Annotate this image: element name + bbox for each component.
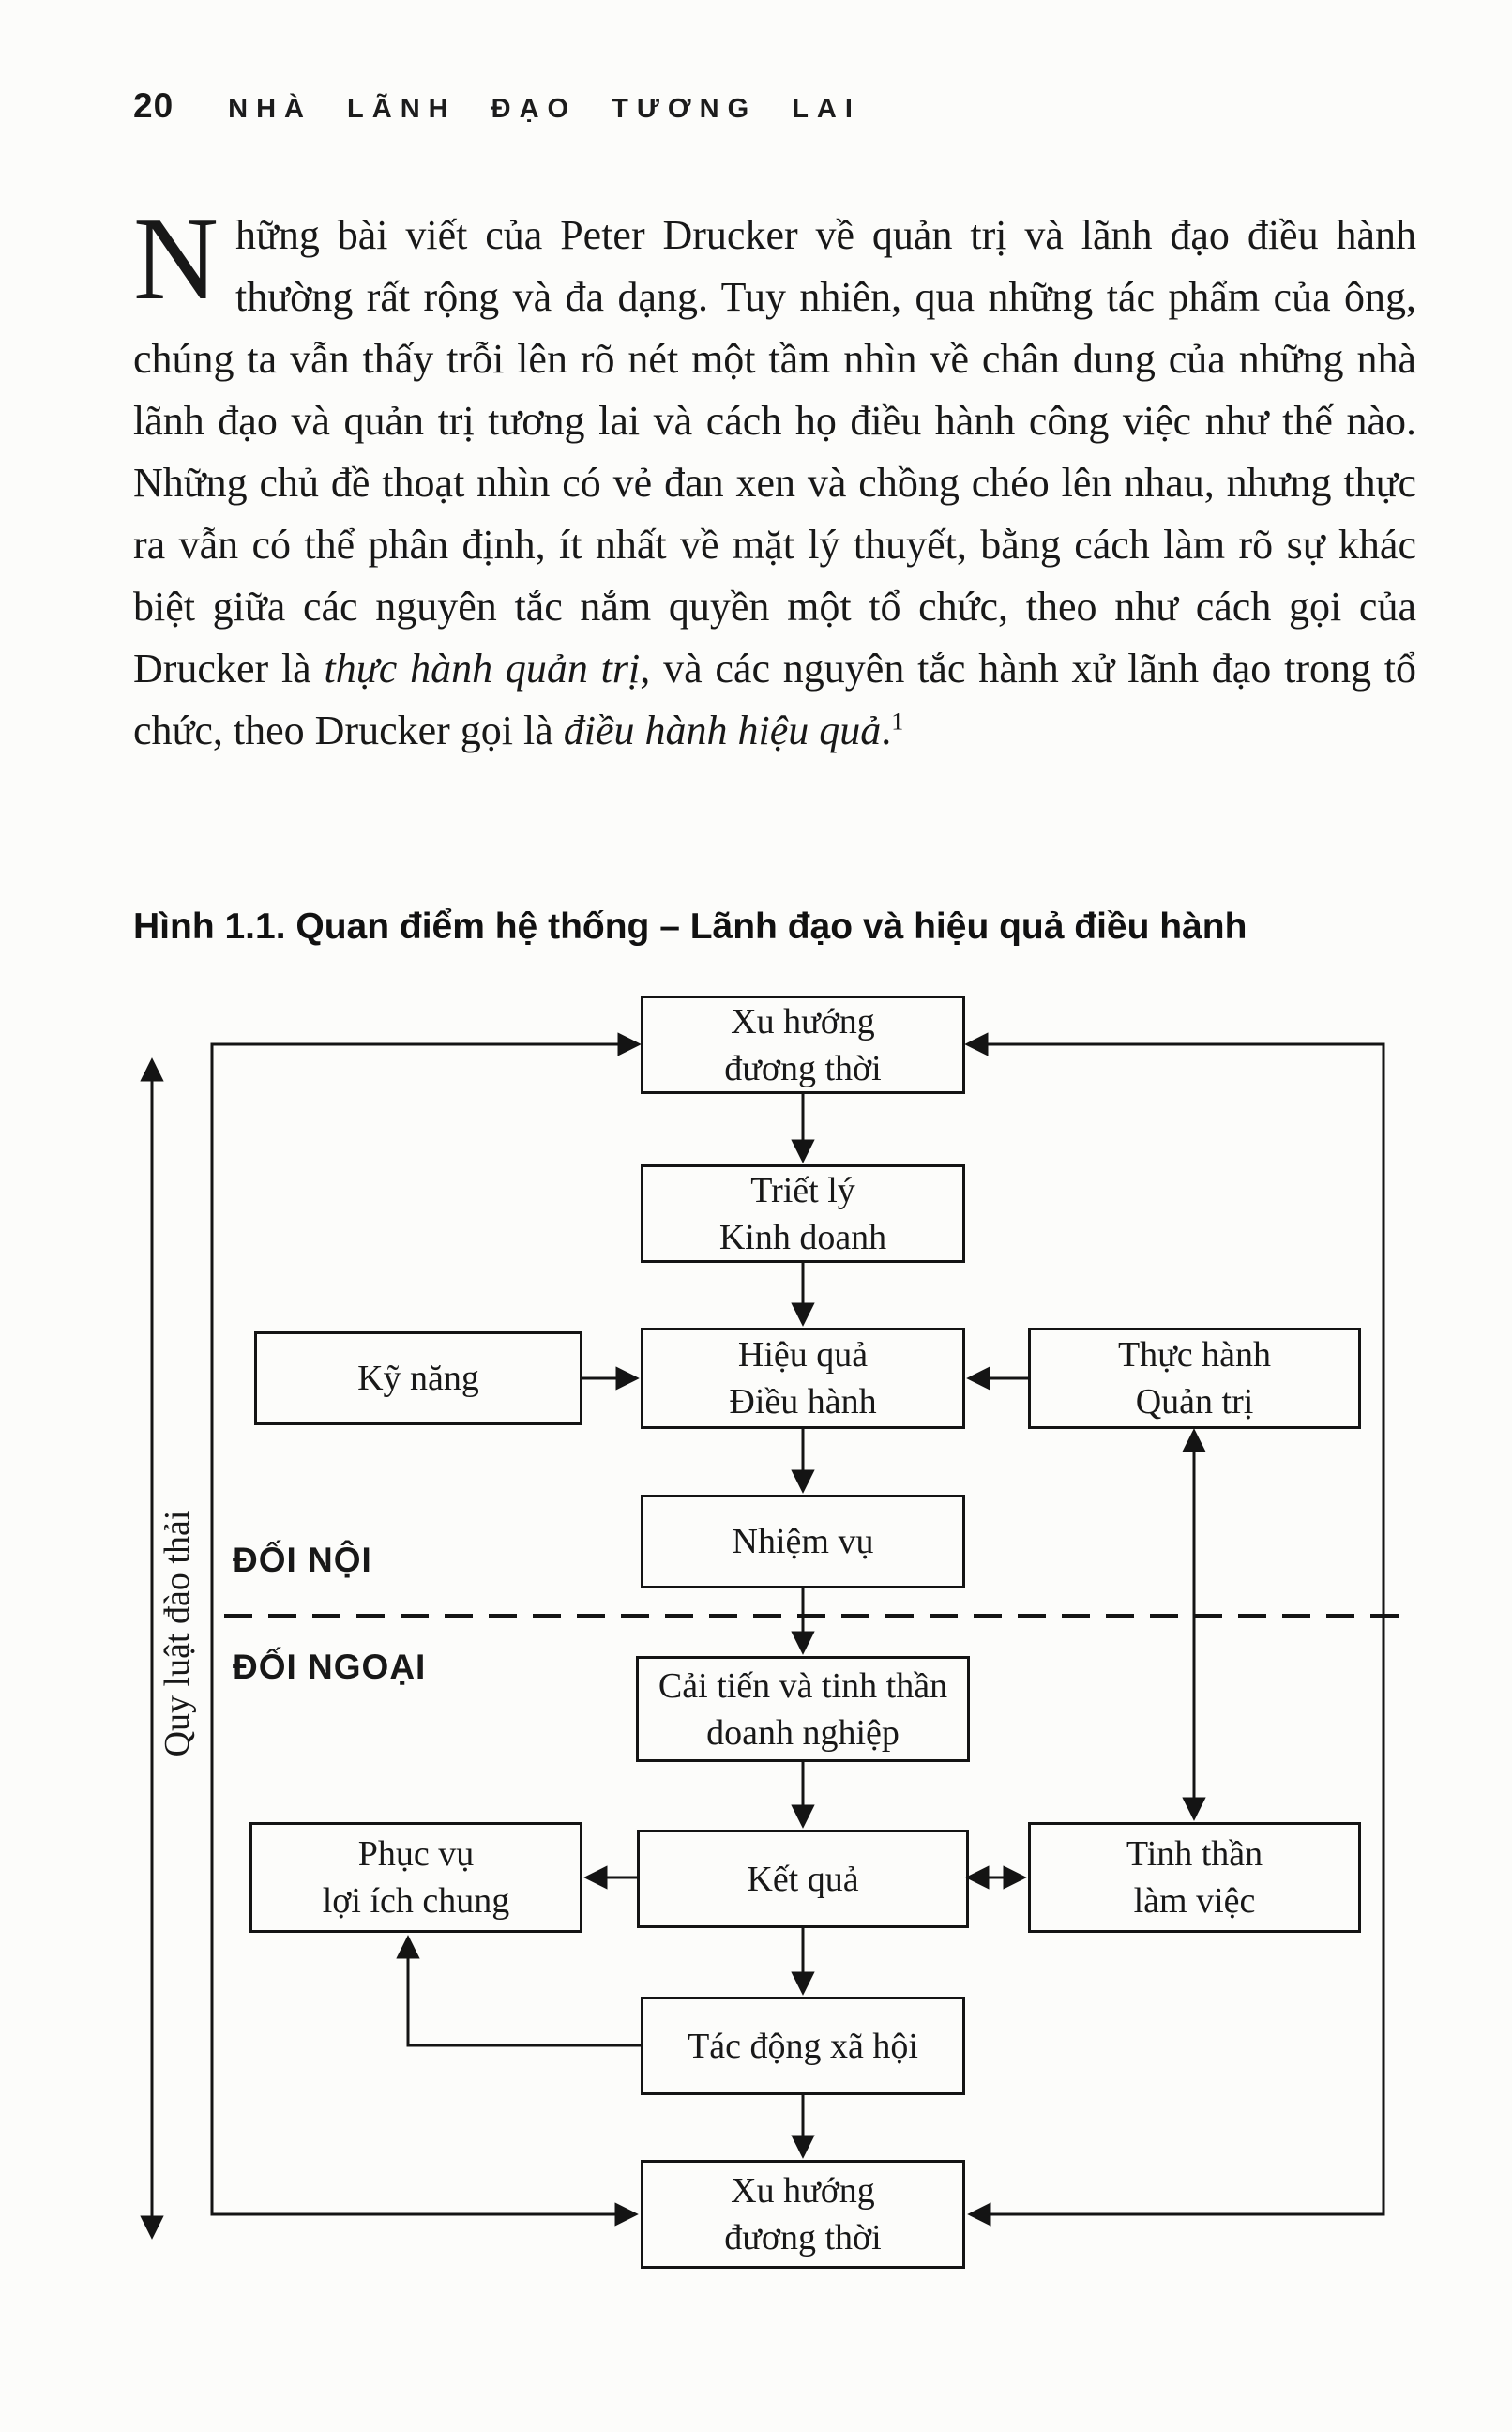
system-diagram: Xu hướng đương thời Triết lý Kinh doanh … bbox=[0, 976, 1512, 2355]
diagram-box-ky-nang: Kỹ năng bbox=[254, 1331, 582, 1425]
diagram-box-hieu-qua: Hiệu quả Điều hành bbox=[641, 1328, 965, 1429]
paragraph-italic-2: điều hành hiệu quả bbox=[563, 707, 882, 753]
box-label: làm việc bbox=[1133, 1881, 1256, 1921]
paragraph-text-1: hững bài viết của Peter Drucker về quản … bbox=[133, 212, 1416, 692]
diagram-box-tinh-than: Tinh thần làm việc bbox=[1028, 1822, 1361, 1933]
zone-label-doi-noi: ĐỐI NỘI bbox=[233, 1541, 372, 1579]
axis-label-quy-luat-dao-thai: Quy luật đào thải bbox=[158, 1510, 197, 1757]
diagram-box-xu-huong-bottom: Xu hướng đương thời bbox=[641, 2160, 965, 2269]
box-label: Quản trị bbox=[1135, 1382, 1254, 1421]
box-label: lợi ích chung bbox=[322, 1881, 510, 1921]
diagram-box-thuc-hanh: Thực hành Quản trị bbox=[1028, 1328, 1361, 1429]
box-label: đương thời bbox=[724, 2218, 882, 2257]
box-label: đương thời bbox=[724, 1048, 882, 1088]
paragraph-text-3: . bbox=[881, 707, 892, 753]
diagram-box-triet-ly: Triết lý Kinh doanh bbox=[641, 1164, 965, 1263]
box-label: Tác động xã hội bbox=[688, 2026, 918, 2066]
diagram-box-tac-dong: Tác động xã hội bbox=[641, 1997, 965, 2095]
page-header: 20 NHÀ LÃNH ĐẠO TƯƠNG LAI bbox=[133, 86, 861, 126]
box-label: Triết lý bbox=[750, 1170, 855, 1210]
paragraph-italic-1: thực hành quản trị bbox=[324, 646, 641, 692]
footnote-marker: 1 bbox=[891, 707, 904, 736]
box-label: Phục vụ bbox=[357, 1834, 475, 1874]
book-title: NHÀ LÃNH ĐẠO TƯƠNG LAI bbox=[228, 94, 861, 124]
box-label: Tinh thần bbox=[1126, 1834, 1263, 1874]
page-number: 20 bbox=[133, 86, 174, 125]
box-label: Thực hành bbox=[1117, 1335, 1272, 1375]
feedback-loop-right bbox=[964, 1032, 1385, 2227]
diagram-box-phuc-vu: Phục vụ lợi ích chung bbox=[249, 1822, 582, 1933]
box-label: Hiệu quả bbox=[737, 1335, 869, 1375]
feedback-loop-left bbox=[210, 1032, 642, 2227]
box-label: Nhiệm vụ bbox=[732, 1522, 874, 1561]
paragraph-text-2: , và các nguyên tắc hành xử lãnh đạo tro… bbox=[133, 646, 1416, 753]
box-label: doanh nghiệp bbox=[706, 1712, 900, 1753]
diagram-box-xu-huong-top: Xu hướng đương thời bbox=[641, 996, 965, 1094]
box-label: Kết quả bbox=[747, 1859, 859, 1899]
box-label: Kinh doanh bbox=[718, 1217, 887, 1257]
zone-label-doi-ngoai: ĐỐI NGOẠI bbox=[233, 1648, 427, 1686]
diagram-box-nhiem-vu: Nhiệm vụ bbox=[641, 1495, 965, 1588]
arrow-tacdong-to-phucvu bbox=[396, 1935, 641, 2047]
box-label: Kỹ năng bbox=[357, 1359, 479, 1398]
diagram-box-cai-tien: Cải tiến và tinh thần doanh nghiệp bbox=[636, 1656, 970, 1762]
figure-caption: Hình 1.1. Quan điểm hệ thống – Lãnh đạo … bbox=[133, 906, 1247, 947]
box-label: Điều hành bbox=[729, 1382, 877, 1421]
box-label: Xu hướng bbox=[731, 1001, 875, 1041]
box-label: Cải tiến và tinh thần bbox=[658, 1665, 948, 1706]
diagram-box-ket-qua: Kết quả bbox=[637, 1830, 969, 1928]
box-label: Xu hướng bbox=[731, 2171, 875, 2211]
drop-cap: N bbox=[133, 194, 219, 325]
